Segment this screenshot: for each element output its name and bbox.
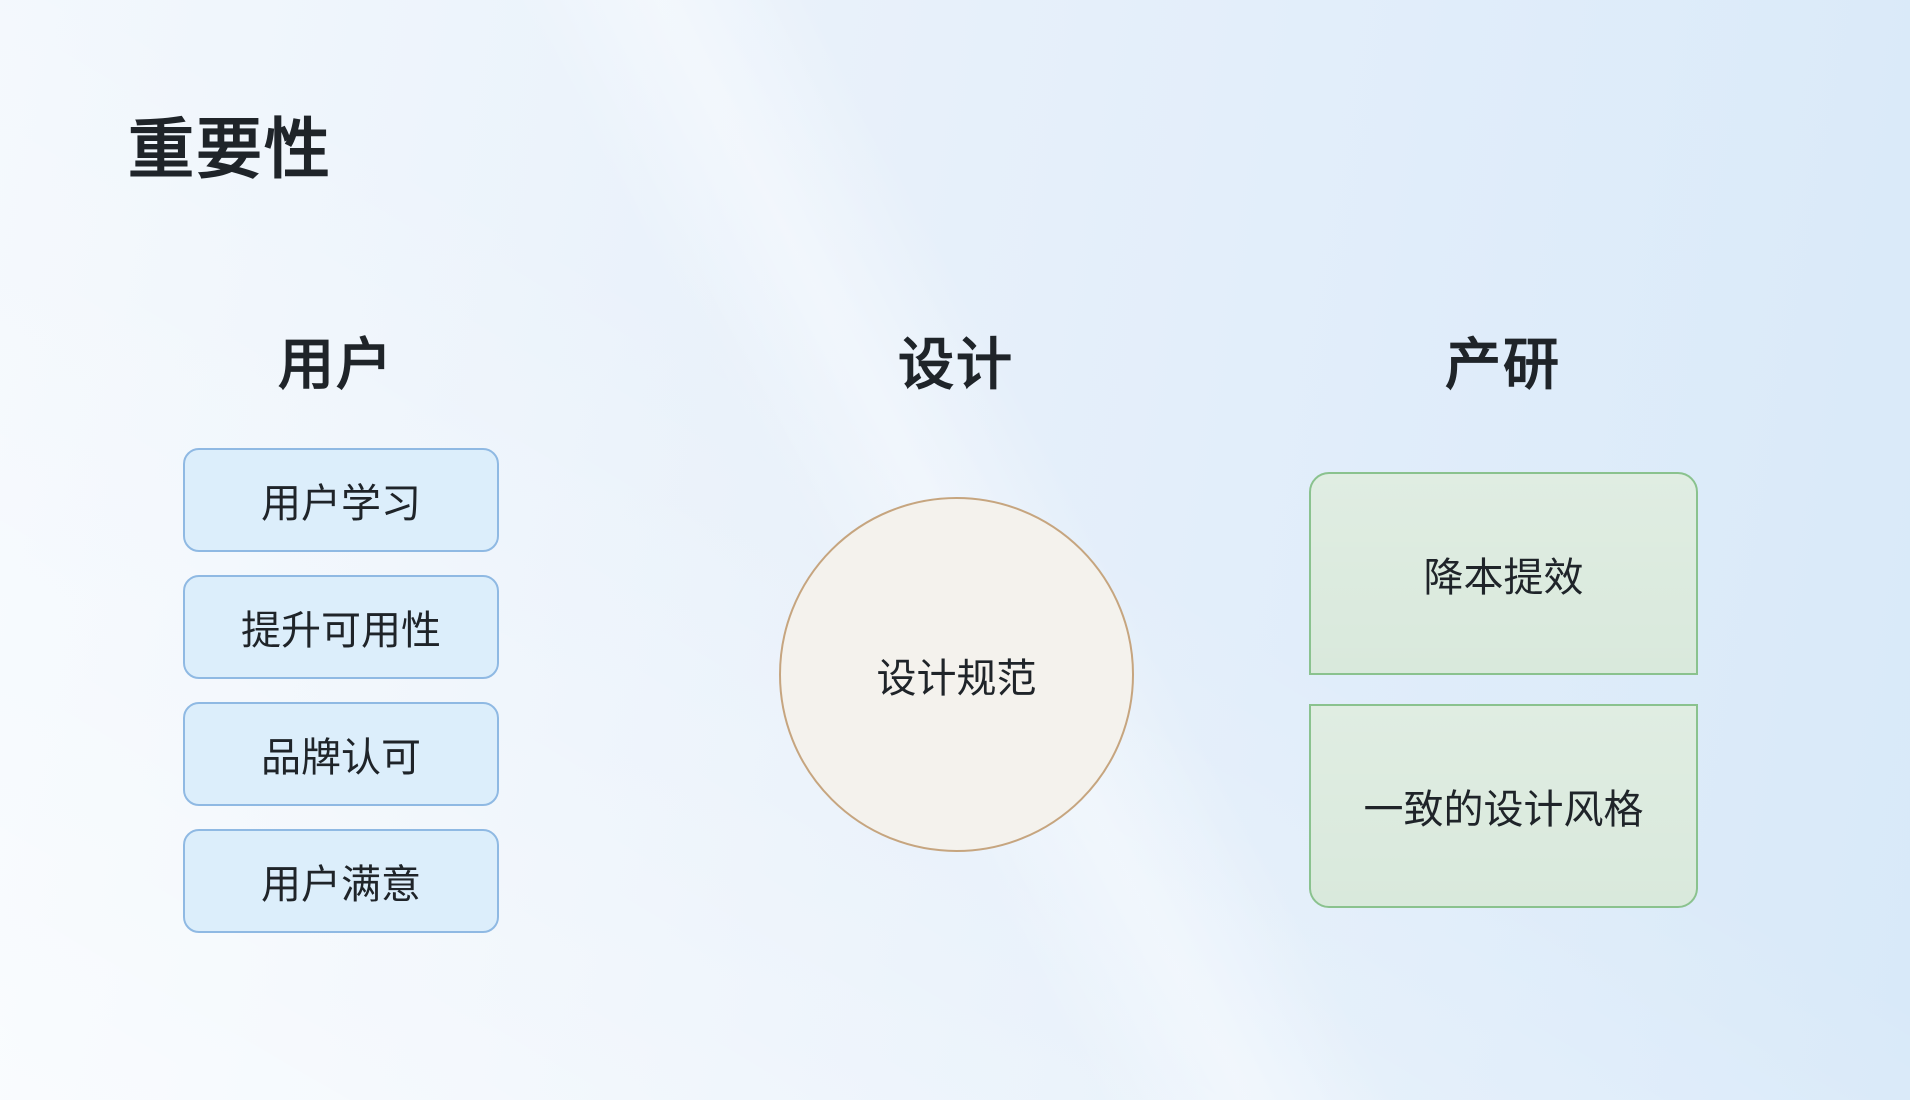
prod-box-consistent-style-label: 一致的设计风格	[1363, 788, 1644, 832]
column-header-user: 用户	[278, 333, 394, 396]
user-box-brand-label: 品牌认可	[261, 736, 421, 780]
design-spec-circle: 设计规范	[779, 497, 1134, 852]
user-box-usability-label: 提升可用性	[241, 609, 441, 653]
user-box-learning: 用户学习	[183, 448, 499, 552]
prod-box-cost-efficiency: 降本提效	[1309, 472, 1698, 675]
prod-box-cost-efficiency-label: 降本提效	[1423, 555, 1584, 600]
user-box-satisfaction-label: 用户满意	[261, 863, 421, 907]
user-box-satisfaction: 用户满意	[183, 829, 499, 933]
design-spec-circle-label: 设计规范	[876, 656, 1037, 701]
page-title: 重要性	[128, 112, 332, 186]
column-header-prod: 产研	[1445, 333, 1561, 396]
column-header-design: 设计	[898, 333, 1014, 396]
prod-box-consistent-style: 一致的设计风格	[1309, 704, 1698, 908]
user-box-brand: 品牌认可	[183, 702, 499, 806]
user-box-learning-label: 用户学习	[261, 482, 421, 526]
user-box-usability: 提升可用性	[183, 575, 499, 679]
